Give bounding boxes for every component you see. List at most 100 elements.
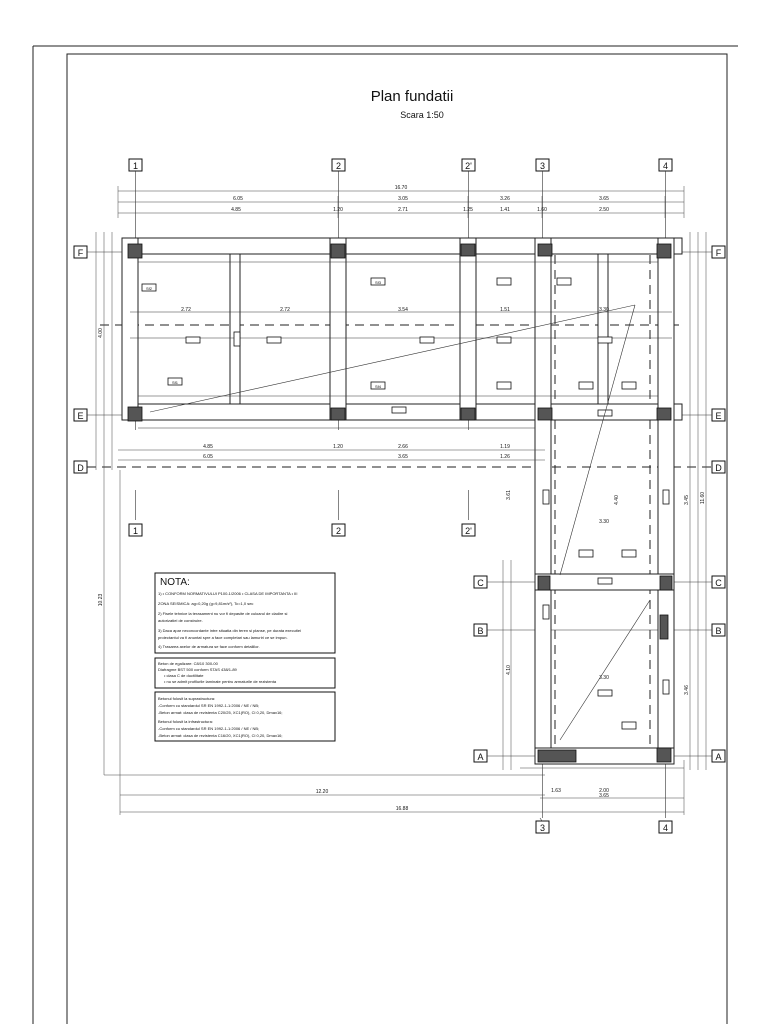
block3-line-2: -Conform cu standardul SR EN 1992-1-1:20… — [158, 703, 259, 708]
block2-line-1: Beton de egalizare: C8/10 300-00 — [158, 661, 219, 666]
footing-tags: Sf1 Sf2 Sf3 Sf4 — [141, 277, 637, 730]
drawing-title: Plan fundatii — [371, 88, 454, 105]
dim-bottom-sub-2: 2.00 — [599, 788, 609, 794]
axis-1-top: 1 — [133, 161, 138, 171]
axis-labels-rows: F E D F E D C B A C B A 1 2 2' 3 4 — [73, 245, 726, 834]
concrete-notes-box: Beton de egalizare: C8/10 300-00 Diafrag… — [154, 657, 336, 689]
dim-row-d-2: 3.65 — [398, 454, 408, 460]
nota-line-2: ZONA SEISMICA: ag=0,20g (g=9,81m/s²), Tc… — [158, 601, 253, 606]
axis-F-left: F — [78, 248, 84, 258]
dim-top-1: 6.05 — [233, 196, 243, 202]
span-label-6: 3.30 — [599, 519, 609, 525]
dim-top2-3: 2.71 — [398, 207, 408, 213]
inner-edges — [130, 261, 672, 429]
dim-top-4: 3.65 — [599, 196, 609, 202]
dim-vert-3: 4.40 — [614, 495, 620, 505]
axis-B-right: B — [715, 626, 721, 636]
dim-top-2: 3.05 — [398, 196, 408, 202]
nota-line-3: 2) Fisele tehnice la terasament nu vor f… — [158, 611, 288, 616]
columns — [127, 243, 673, 763]
axis-B-mid: B — [477, 626, 483, 636]
dim-top2-1: 4.85 — [231, 207, 241, 213]
axis-C-right: C — [715, 578, 722, 588]
dim-vert-5: 4.10 — [506, 665, 512, 675]
block2-line-3: • clasa C de ductilitate — [164, 673, 204, 678]
nota-line-1: 1) • CONFORM NORMATIVULUI P100-1/2006 • … — [158, 591, 298, 596]
tag-sf-1: Sf1 — [172, 380, 179, 385]
axis-2-mid: 2 — [336, 526, 341, 536]
span-label-1: 2.72 — [181, 307, 191, 313]
dim-vert-2: 3.61 — [506, 490, 512, 500]
dim-top2-2: 1.20 — [333, 207, 343, 213]
nota-title: NOTA: — [160, 577, 190, 588]
bottom-dimension-lines — [104, 470, 685, 815]
axis-2p-mid: 2' — [465, 526, 472, 536]
axis-E-right: E — [715, 411, 721, 421]
nota-line-5: 3) Daca apar neconcordante intre situati… — [158, 628, 301, 633]
inner-frame — [66, 53, 728, 1029]
dim-vert-4: 3.45 — [684, 495, 690, 505]
axis-2p-top: 2' — [465, 161, 472, 171]
axis-4-top: 4 — [663, 161, 668, 171]
dim-bottom-right: 3.65 — [599, 793, 609, 799]
dim-row-e-2: 1.20 — [333, 444, 343, 450]
axis-1-mid: 1 — [133, 526, 138, 536]
axis-E-left: E — [77, 411, 83, 421]
dim-top-3: 3.26 — [500, 196, 510, 202]
block3-line-1: Betonul folosit la suprastructura: — [158, 696, 215, 701]
tag-sf-4: Sf4 — [375, 384, 382, 389]
dim-row-d-3: 1.26 — [500, 454, 510, 460]
dim-top2-6: 1.60 — [537, 207, 547, 213]
axis-D-right: D — [715, 463, 722, 473]
dim-bottom-sub-1: 1.63 — [551, 788, 561, 794]
diagonal-leaders — [149, 304, 651, 741]
axis-4-bottom: 4 — [663, 823, 668, 833]
block3-line-4: Betonul folosit la infrastructura: — [158, 719, 213, 724]
axis-A-right: A — [715, 752, 721, 762]
axis-2-top: 2 — [336, 161, 341, 171]
block2-line-2: Diafragme BST 500 conform STAS 438/1-89 — [158, 667, 238, 672]
dim-row-e-1: 4.85 — [203, 444, 213, 450]
nota-box: NOTA: 1) • CONFORM NORMATIVULUI P100-1/2… — [154, 572, 336, 654]
side-dimension-lines — [95, 232, 707, 775]
dim-top2-7: 2.50 — [599, 207, 609, 213]
dim-right-height: 11.60 — [700, 492, 706, 504]
axis-F-right: F — [716, 248, 722, 258]
dim-vert-1: 4.00 — [98, 328, 104, 338]
dim-bottom-total: 16.88 — [396, 806, 409, 812]
dim-row-d-1: 6.05 — [203, 454, 213, 460]
wall-openings — [185, 331, 670, 697]
span-labels: 2.72 2.72 3.54 1.51 3.30 3.30 3.30 — [181, 307, 609, 681]
dim-left-height: 10.23 — [98, 594, 104, 607]
block3-line-5: -Conform cu standardul SR EN 1992-1-1:20… — [158, 726, 259, 731]
drawing-scale: Scara 1:50 — [400, 110, 444, 120]
nota-line-4: autorizatiei de construire. — [158, 618, 203, 623]
concrete-class-box: Betonul folosit la suprastructura: -Conf… — [154, 691, 336, 742]
tag-sf-2: Sf2 — [146, 286, 153, 291]
nota-line-6: proiectantul va fi anuntat spre a face c… — [158, 635, 288, 640]
axis-3-top: 3 — [540, 161, 545, 171]
span-label-2: 2.72 — [280, 307, 290, 313]
top-dimension-lines: 16.70 6.05 3.05 3.26 3.65 4.85 1.20 2.71… — [117, 185, 685, 218]
axis-3-bottom: 3 — [540, 823, 545, 833]
dim-overall-top: 16.70 — [395, 185, 408, 191]
axis-C-mid: C — [477, 578, 484, 588]
span-label-4: 1.51 — [500, 307, 510, 313]
dim-vert-6: 3.46 — [684, 685, 690, 695]
dim-top2-4: 1.25 — [463, 207, 473, 213]
dim-row-e-4: 1.19 — [500, 444, 510, 450]
span-label-3: 3.54 — [398, 307, 408, 313]
axis-D-left: D — [77, 463, 84, 473]
axis-A-mid: A — [477, 752, 483, 762]
row-dimension-lines — [118, 449, 545, 461]
block2-line-4: • nu se admit profilurile laminate pentr… — [164, 679, 277, 684]
span-label-7: 3.30 — [599, 675, 609, 681]
span-label-5: 3.30 — [599, 307, 609, 313]
nota-line-7: 4) Trasarea axelor de armatura se face c… — [158, 644, 260, 649]
block3-line-6: -Beton armat: clasa de rezistenta C16/20… — [158, 733, 283, 738]
axis-labels-top: 1 2 2' 3 4 — [128, 158, 673, 172]
dim-row-e-3: 2.66 — [398, 444, 408, 450]
block3-line-3: -Beton armat: clasa de rezistenta C20/25… — [158, 710, 283, 715]
